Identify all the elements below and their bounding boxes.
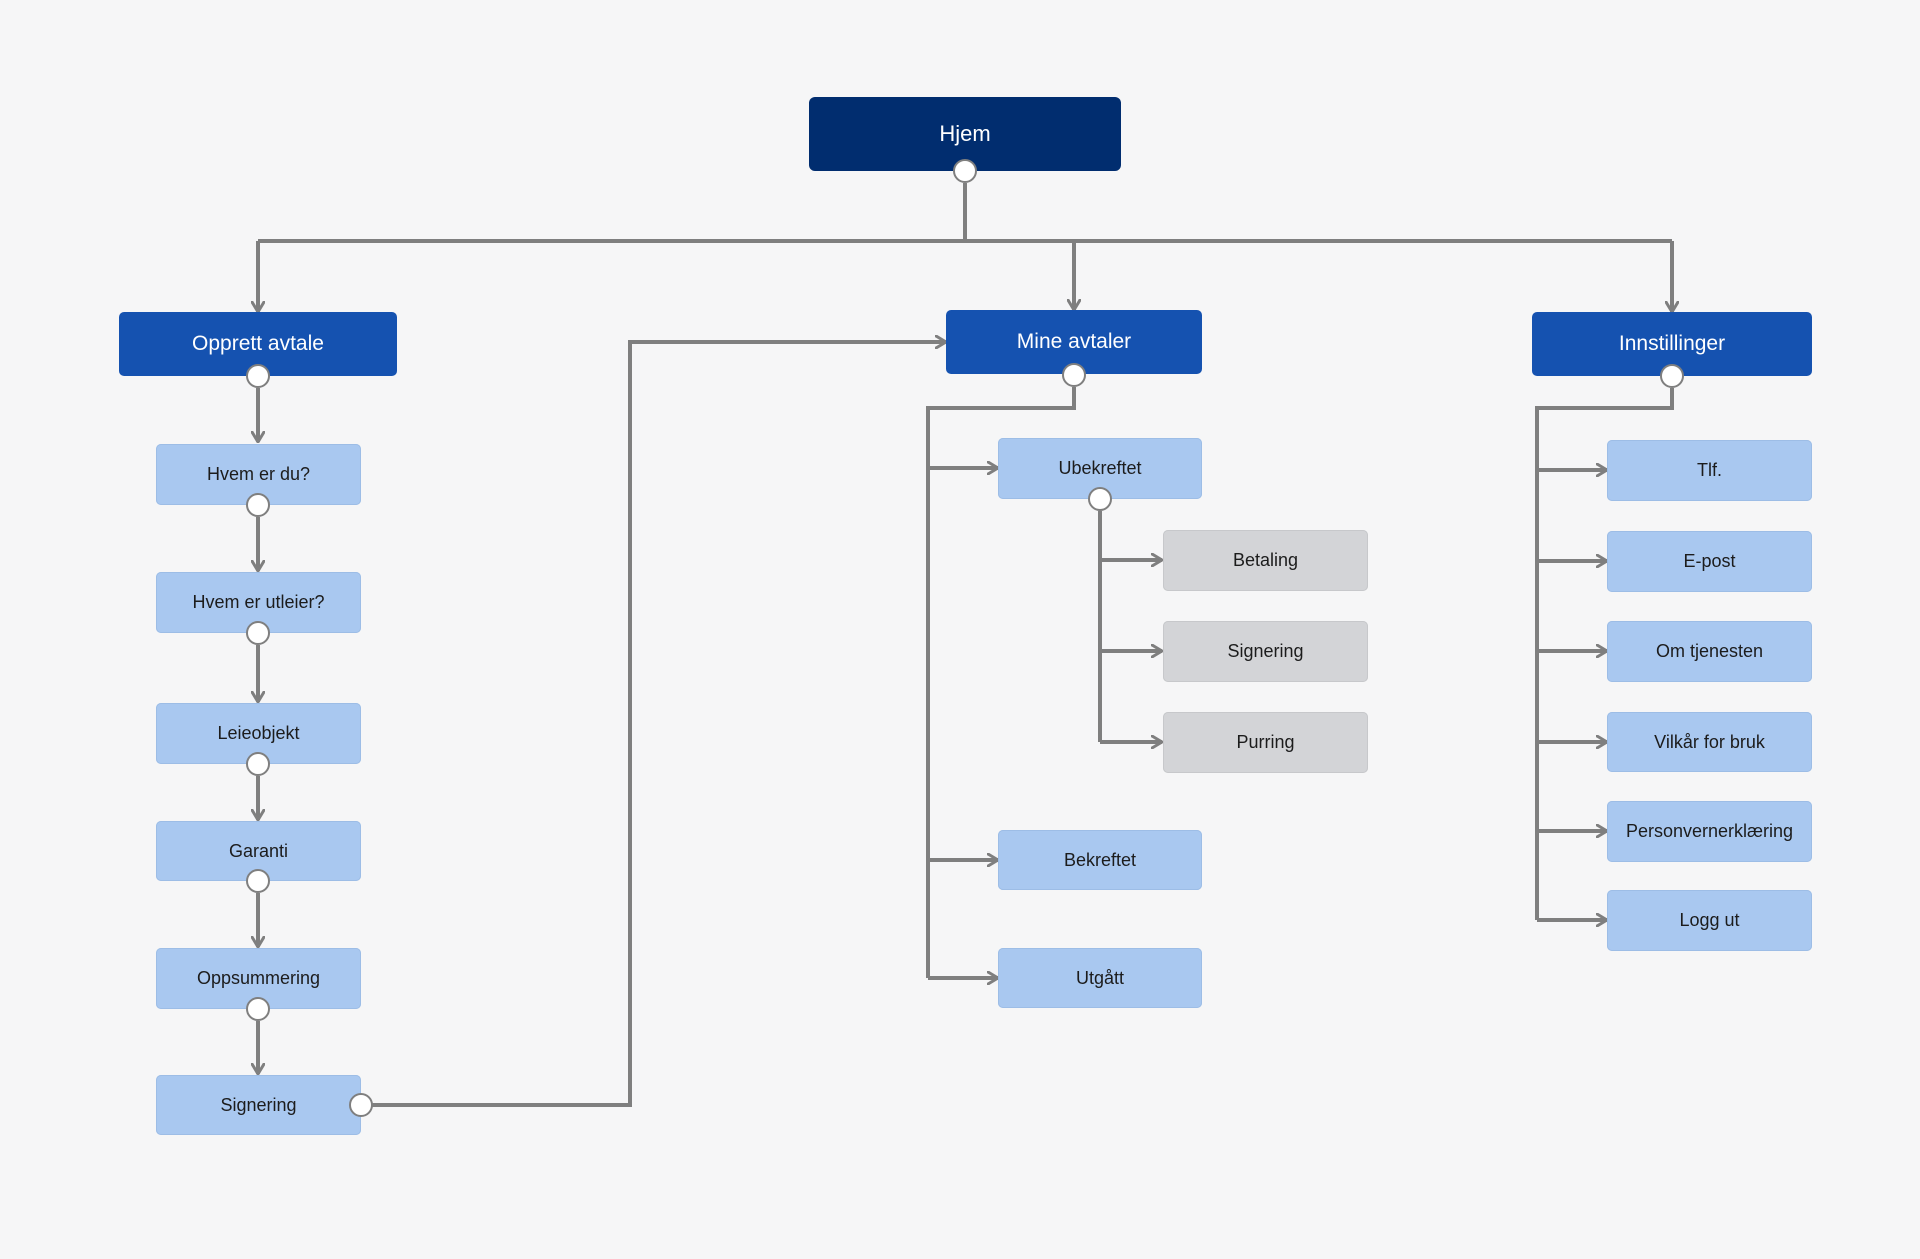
node-oppsummering: Oppsummering (156, 948, 361, 1009)
port-oppsummering (246, 997, 270, 1021)
node-utgatt: Utgått (998, 948, 1202, 1008)
node-hjem: Hjem (809, 97, 1121, 171)
port-leieobjekt (246, 752, 270, 776)
node-logg-ut: Logg ut (1607, 890, 1812, 951)
port-hvem-er-utleier (246, 621, 270, 645)
port-hvem-er-du (246, 493, 270, 517)
node-bekreftet: Bekreftet (998, 830, 1202, 890)
node-epost: E-post (1607, 531, 1812, 592)
node-vilkar-for-bruk: Vilkår for bruk (1607, 712, 1812, 772)
connector-innstillinger-trunk (1535, 388, 1674, 920)
connector-mine-trunk (926, 387, 1076, 978)
port-garanti (246, 869, 270, 893)
node-personvernerklaering: Personvernerklæring (1607, 801, 1812, 862)
node-hvem-er-du: Hvem er du? (156, 444, 361, 505)
connector-signering-to-mine (370, 342, 946, 1107)
port-hjem (953, 159, 977, 183)
node-innstillinger: Innstillinger (1532, 312, 1812, 376)
node-betaling: Betaling (1163, 530, 1368, 591)
node-purring: Purring (1163, 712, 1368, 773)
port-innstillinger (1660, 364, 1684, 388)
node-om-tjenesten: Om tjenesten (1607, 621, 1812, 682)
port-signering (349, 1093, 373, 1117)
node-signering: Signering (156, 1075, 361, 1135)
port-mine-avtaler (1062, 363, 1086, 387)
node-signering-ubekreftet: Signering (1163, 621, 1368, 682)
port-ubekreftet (1088, 487, 1112, 511)
port-opprett-avtale (246, 364, 270, 388)
node-tlf: Tlf. (1607, 440, 1812, 501)
